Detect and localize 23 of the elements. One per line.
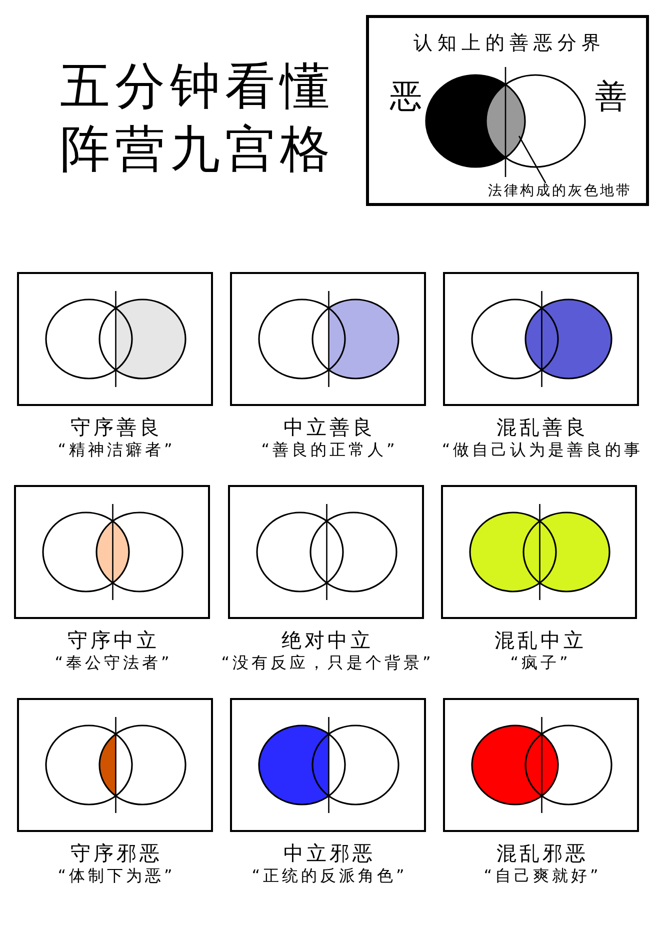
quote-text: “奉公守法者” [54, 653, 172, 672]
heading: 认知上的善恶分界 [412, 32, 606, 55]
circle-label: 恶 [390, 77, 422, 116]
quote-text: “精神洁癖者” [56, 440, 176, 460]
quote-text: “做自己认为是善良的事 [440, 440, 644, 460]
quote-text: “善良的正常人” [260, 440, 398, 460]
panel-heading: 守序善良 [70, 415, 162, 439]
panel-heading: 中立邪恶 [282, 841, 376, 865]
circle-label: 善 [595, 77, 627, 116]
quote-text: “自己爽就好” [482, 866, 602, 886]
quote-text: “体制下为恶” [56, 866, 176, 886]
panel-heading: 守序中立 [66, 628, 160, 652]
quote-text: “疯子” [509, 653, 571, 672]
quote-text: “没有反应，只是个背景” [220, 653, 434, 672]
panel-heading: 混乱邪恶 [496, 841, 588, 865]
quote-text: “正统的反派角色” [250, 866, 408, 886]
page-title: 五分钟看懂阵营九宫格 [60, 56, 336, 180]
panel-heading: 守序邪恶 [70, 841, 162, 865]
panel-heading: 绝对中立 [280, 628, 374, 652]
callout-text: 法律构成的灰色地带 [488, 183, 632, 200]
panel-heading: 混乱中立 [494, 628, 586, 652]
panel-heading: 混乱善良 [496, 415, 588, 439]
panel-heading: 中立善良 [282, 415, 376, 439]
